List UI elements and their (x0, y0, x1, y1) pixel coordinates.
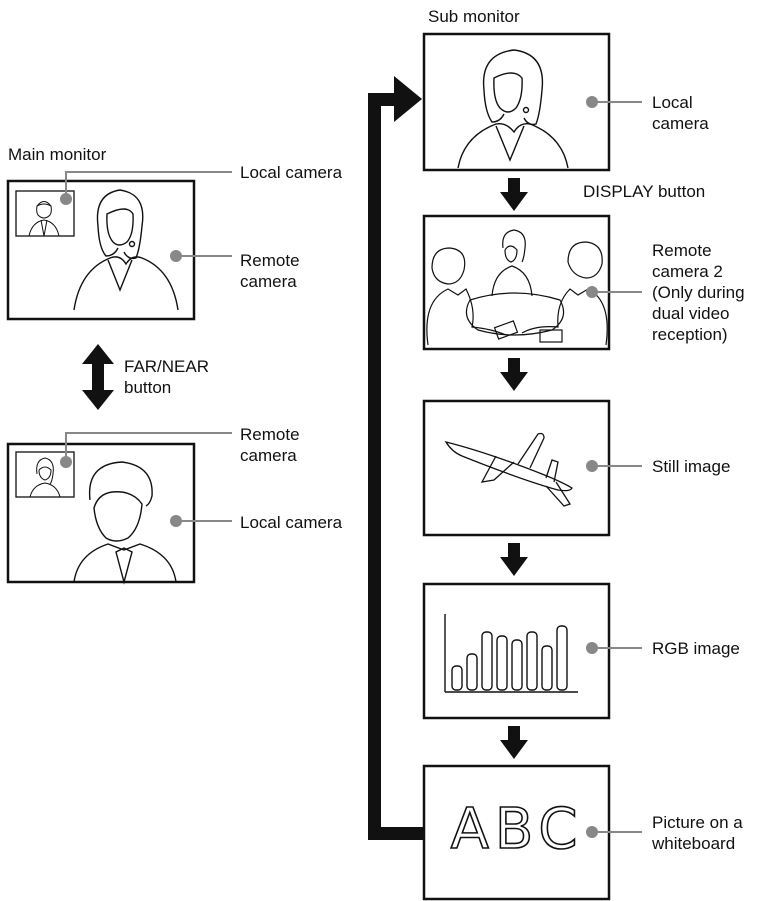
callout-sub-5 (586, 826, 642, 838)
sub-monitor-title: Sub monitor (428, 7, 520, 26)
down-arrow-4 (500, 726, 528, 759)
label-top-remote-camera: Remote camera (240, 251, 300, 291)
callout-sub-2 (586, 286, 642, 298)
man-portrait-icon (28, 201, 60, 237)
graph-bar (496, 635, 508, 691)
graph-bar (481, 631, 493, 691)
sub-screen-rgb (422, 582, 611, 720)
label-sub-local-camera: Local camera (652, 93, 709, 133)
label-sub-still-image: Still image (652, 457, 731, 476)
cycle-loop-arrow (368, 76, 423, 840)
graph-bar (466, 653, 478, 691)
sub-screen-still (422, 399, 611, 537)
label-bottom-remote-camera: Remote camera (240, 425, 300, 465)
sub-screen-whiteboard: ABC (422, 764, 611, 901)
graph-bar (511, 639, 523, 691)
label-bottom-local-camera: Local camera (240, 513, 343, 532)
man-large-icon (73, 461, 177, 585)
label-sub-whiteboard: Picture on a whiteboard (652, 813, 743, 853)
main-monitor-bottom (6, 442, 196, 585)
whiteboard-text: ABC (451, 797, 584, 862)
far-near-arrow (82, 344, 114, 410)
bar-graph-icon (444, 614, 578, 693)
label-sub-rgb-image: RGB image (652, 639, 740, 658)
down-arrow-2 (500, 358, 528, 391)
callout-sub-1 (586, 96, 642, 108)
label-far-near-button: FAR/NEAR button (124, 357, 210, 397)
sub-screen-remote2 (422, 214, 611, 351)
graph-bar (541, 645, 553, 691)
graph-bar (451, 665, 463, 691)
callout-sub-3 (586, 460, 642, 472)
label-sub-remote-camera-2: Remote camera 2 (Only during dual video … (652, 241, 745, 344)
callout-top-local (60, 171, 232, 205)
callout-top-remote (170, 250, 232, 262)
sub-screen-local (422, 32, 611, 172)
woman-portrait-icon (73, 189, 179, 311)
main-monitor-top (6, 179, 196, 321)
woman-small-icon (29, 457, 61, 498)
label-display-button: DISPLAY button (583, 182, 706, 201)
main-monitor-title: Main monitor (8, 145, 107, 164)
callout-bottom-remote (60, 432, 232, 468)
label-top-local-camera: Local camera (240, 163, 343, 182)
down-arrow-1 (500, 178, 528, 211)
callout-bottom-local (170, 515, 232, 527)
callout-sub-4 (586, 642, 642, 654)
down-arrow-3 (500, 543, 528, 576)
airplane-icon (444, 432, 573, 507)
graph-bar (526, 631, 538, 691)
graph-bar (556, 625, 568, 691)
